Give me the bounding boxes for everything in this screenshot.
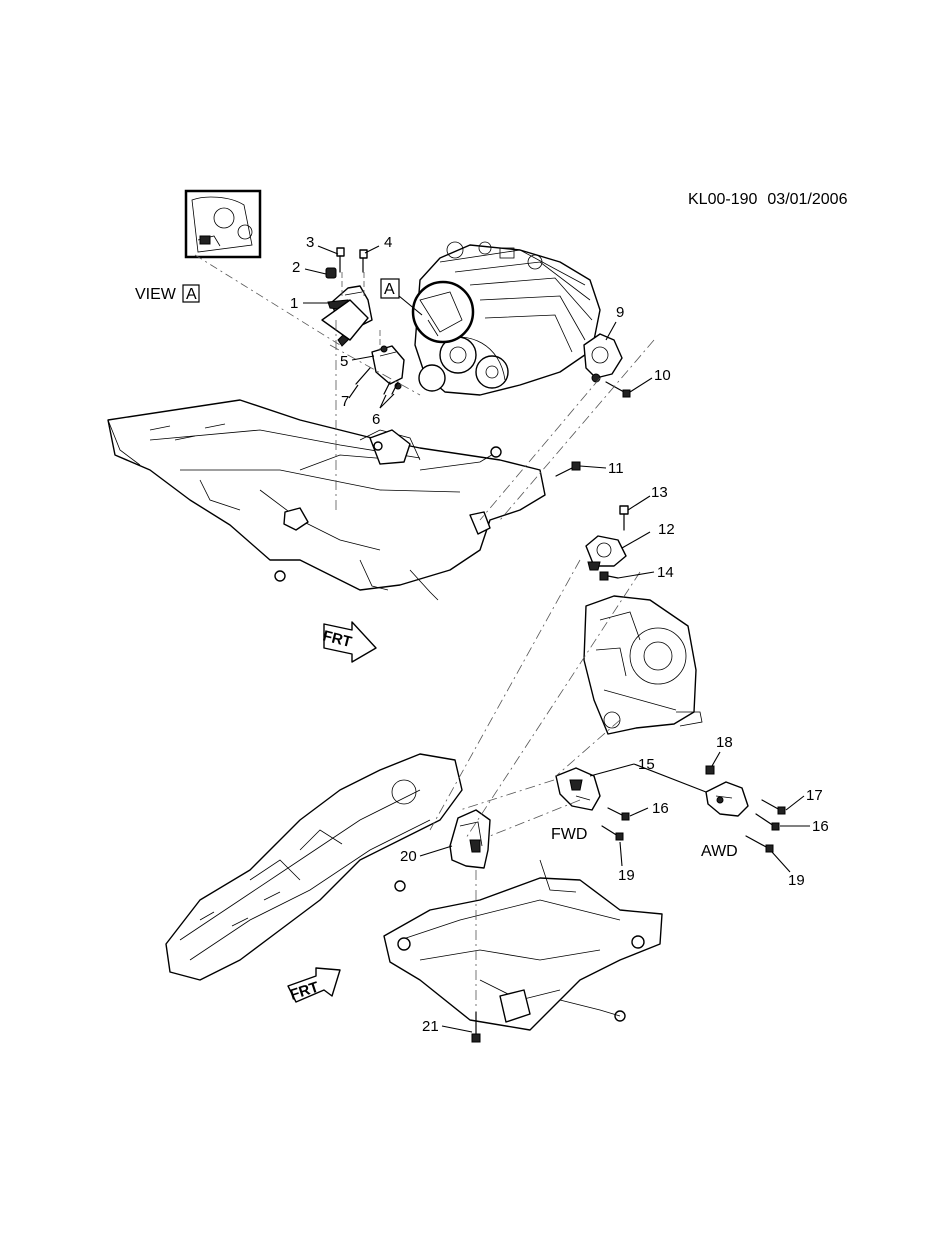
variant-awd-label: AWD [701, 843, 738, 860]
upper-mount-bracket [321, 285, 373, 347]
nut-18 [705, 765, 715, 775]
view-marker-letter: A [384, 281, 395, 298]
bolt-19-awd [745, 835, 769, 849]
callout-17: 17 [806, 787, 823, 804]
callout-4: 4 [384, 234, 392, 251]
nut-2 [325, 267, 337, 279]
alignment-lines [329, 272, 655, 1010]
callout-11: 11 [608, 460, 624, 477]
callout-6: 6 [372, 411, 380, 428]
transmission [583, 595, 703, 735]
bolt-3 [336, 247, 345, 273]
bolt-16-awd [755, 813, 775, 827]
svg-text:FRT: FRT [321, 627, 353, 651]
callout-10: 10 [654, 367, 671, 384]
view-letter-box [182, 284, 200, 303]
bolt-7 [355, 367, 371, 385]
mount-15-awd [705, 781, 749, 817]
bolt-21 [471, 1011, 481, 1043]
bolt-19-fwd [601, 825, 619, 837]
nut-14 [599, 571, 619, 581]
callout-7: 7 [341, 393, 349, 410]
variant-fwd-label: FWD [551, 826, 587, 843]
upper-frame [107, 399, 546, 601]
mount-20 [449, 809, 491, 869]
bolt-10 [605, 381, 631, 398]
callout-21: 21 [422, 1018, 439, 1035]
bolt-4 [359, 249, 368, 273]
frt-arrow-upper: FRT [321, 621, 377, 663]
callout-19-awd: 19 [788, 872, 805, 889]
callout-5: 5 [340, 353, 348, 370]
leader-lines [303, 245, 810, 1033]
callout-20: 20 [400, 848, 417, 865]
bolt-13 [619, 505, 629, 531]
bolt-17 [761, 799, 781, 811]
callout-numbers: 3 2 4 1 5 7 6 9 10 11 13 12 14 15 16 19 … [290, 234, 829, 1035]
bolt-11 [555, 461, 581, 477]
callout-1: 1 [290, 295, 298, 312]
frt-arrow-lower: FRT [287, 967, 341, 1004]
callout-18: 18 [716, 734, 733, 751]
callout-2: 2 [292, 259, 300, 276]
lower-cradle [383, 859, 663, 1031]
lower-frame-rail [165, 753, 463, 981]
bolt-6 [383, 381, 399, 395]
callout-16-fwd: 16 [652, 800, 669, 817]
view-letter: A [186, 286, 197, 303]
svg-text:FRT: FRT [288, 979, 321, 1004]
bracket-5 [371, 345, 405, 390]
callout-14: 14 [657, 564, 674, 581]
view-label: VIEW [135, 286, 177, 303]
bolt-16-fwd [607, 807, 625, 817]
mount-12 [585, 535, 627, 571]
view-a-link [194, 254, 341, 346]
callout-9: 9 [616, 304, 624, 321]
engine-assembly [411, 241, 601, 396]
callout-15: 15 [638, 756, 655, 773]
view-marker-box [380, 278, 400, 299]
callout-12: 12 [658, 521, 675, 538]
callout-13: 13 [651, 484, 668, 501]
callout-16-awd: 16 [812, 818, 829, 835]
view-a-inset [184, 189, 262, 259]
mount-9 [583, 333, 623, 383]
callout-19-fwd: 19 [618, 867, 635, 884]
mount-15-fwd [555, 767, 601, 811]
callout-3: 3 [306, 234, 314, 251]
